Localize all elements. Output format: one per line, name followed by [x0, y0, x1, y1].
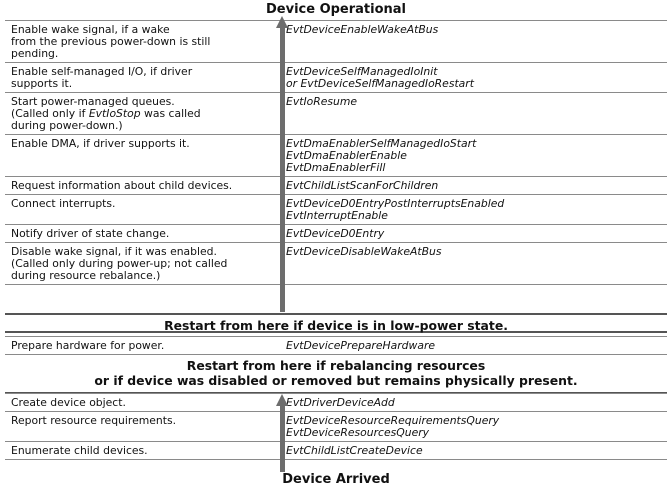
- step-action-line: Disable wake signal, if it was enabled.: [11, 245, 217, 258]
- step-callback-name: EvtChildListScanForChildren: [286, 179, 439, 192]
- step-action-line: Prepare hardware for power.: [11, 339, 165, 352]
- restart-rebalance-band: Restart from here if rebalancing resourc…: [5, 358, 667, 394]
- step-callbacks: EvtIoResume: [280, 92, 667, 135]
- step-row: Notify driver of state change. EvtDeviceD…: [5, 224, 667, 243]
- step-action-line: Create device object.: [11, 396, 126, 409]
- step-action: Start power-managed queues.(Called only …: [5, 92, 280, 135]
- step-callback-name: EvtDeviceEnableWakeAtBus: [286, 23, 439, 36]
- step-callbacks: EvtChildListScanForChildren: [280, 176, 667, 195]
- step-row: Disable wake signal, if it was enabled.(…: [5, 242, 667, 285]
- step-callbacks: EvtDeviceEnableWakeAtBus: [280, 20, 667, 63]
- step-action: Report resource requirements.: [5, 411, 280, 442]
- step-action-line: (Called only if EvtIoStop was called: [11, 107, 201, 120]
- step-action-line: Start power-managed queues.: [11, 95, 175, 108]
- step-row: Enumerate child devices. EvtChildListCrea…: [5, 441, 667, 460]
- step-callbacks: EvtChildListCreateDevice: [280, 441, 667, 460]
- step-callback-name: EvtDeviceSelfManagedIoInit: [286, 65, 438, 78]
- step-action-line: supports it.: [11, 77, 73, 90]
- step-callback-name: EvtDevicePrepareHardware: [286, 339, 436, 352]
- step-action-line: Request information about child devices.: [11, 179, 233, 192]
- upper-flow-arrow-shaft: [280, 26, 285, 312]
- step-callback-name: EvtDmaEnablerFill: [286, 161, 386, 174]
- restart-low-power-band: Restart from here if device is in low-po…: [5, 313, 667, 333]
- step-callbacks: EvtDevicePrepareHardware: [280, 336, 667, 355]
- step-action: Connect interrupts.: [5, 194, 280, 225]
- step-action-line: during power-down.): [11, 119, 123, 132]
- step-callback-name: EvtDeviceD0Entry: [286, 227, 385, 240]
- step-action-line: Enable self-managed I/O, if driver: [11, 65, 193, 78]
- step-action-line: Enable wake signal, if a wake: [11, 23, 170, 36]
- step-action-line: (Called only during power-up; not called: [11, 257, 228, 270]
- step-row: Report resource requirements. EvtDeviceRe…: [5, 411, 667, 442]
- inline-callback-name: EvtIoStop: [88, 107, 141, 120]
- step-action-line: Notify driver of state change.: [11, 227, 170, 240]
- step-action-line: pending.: [11, 47, 59, 60]
- step-callback-name: EvtDmaEnablerEnable: [286, 149, 407, 162]
- lower-flow-arrow-shaft: [280, 405, 285, 472]
- step-callback-name: EvtDeviceResourcesQuery: [286, 426, 430, 439]
- step-row: Enable DMA, if driver supports it. EvtDma…: [5, 134, 667, 177]
- step-row: Request information about child devices.…: [5, 176, 667, 195]
- top-heading: Device Operational: [265, 2, 407, 17]
- step-row: Connect interrupts. EvtDeviceD0EntryPostI…: [5, 194, 667, 225]
- restart-rebalance-line-2: or if device was disabled or removed but…: [94, 373, 578, 388]
- step-action-line: from the previous power-down is still: [11, 35, 211, 48]
- step-callback-name: EvtChildListCreateDevice: [286, 444, 423, 457]
- step-action-line: Enable DMA, if driver supports it.: [11, 137, 190, 150]
- step-callback-name: EvtDeviceD0EntryPostInterruptsEnabled: [286, 197, 505, 210]
- step-action-line: Enumerate child devices.: [11, 444, 148, 457]
- restart-rebalance-line-1: Restart from here if rebalancing resourc…: [186, 358, 486, 373]
- lower-flow-arrow-head: [276, 394, 288, 406]
- upper-flow-arrow-head: [276, 16, 288, 28]
- step-row: Start power-managed queues.(Called only …: [5, 92, 667, 135]
- step-callback-name: or EvtDeviceSelfManagedIoRestart: [286, 77, 474, 90]
- step-row: Prepare hardware for power. EvtDevicePrep…: [5, 336, 667, 355]
- step-action: Prepare hardware for power.: [5, 336, 280, 355]
- step-callback-name: EvtDeviceResourceRequirementsQuery: [286, 414, 500, 427]
- step-action: Notify driver of state change.: [5, 224, 280, 243]
- step-action: Create device object.: [5, 393, 280, 412]
- step-action-line: Report resource requirements.: [11, 414, 177, 427]
- step-row: Create device object. EvtDriverDeviceAdd: [5, 393, 667, 412]
- step-callbacks: EvtDeviceDisableWakeAtBus: [280, 242, 667, 285]
- step-action: Enable DMA, if driver supports it.: [5, 134, 280, 177]
- step-callbacks: EvtDeviceD0Entry: [280, 224, 667, 243]
- step-callback-name: EvtDmaEnablerSelfManagedIoStart: [286, 137, 477, 150]
- step-action: Enumerate child devices.: [5, 441, 280, 460]
- step-action-line: during resource rebalance.): [11, 269, 161, 282]
- step-callback-name: EvtInterruptEnable: [286, 209, 388, 222]
- step-action: Request information about child devices.: [5, 176, 280, 195]
- step-callback-name: EvtIoResume: [286, 95, 358, 108]
- middle-steps-table: Prepare hardware for power. EvtDevicePrep…: [5, 336, 667, 355]
- step-callback-name: EvtDriverDeviceAdd: [286, 396, 395, 409]
- step-action-line: Connect interrupts.: [11, 197, 116, 210]
- step-callback-name: EvtDeviceDisableWakeAtBus: [286, 245, 442, 258]
- step-action: Disable wake signal, if it was enabled.(…: [5, 242, 280, 285]
- bottom-heading: Device Arrived: [282, 472, 390, 487]
- step-callbacks: EvtDriverDeviceAdd: [280, 393, 667, 412]
